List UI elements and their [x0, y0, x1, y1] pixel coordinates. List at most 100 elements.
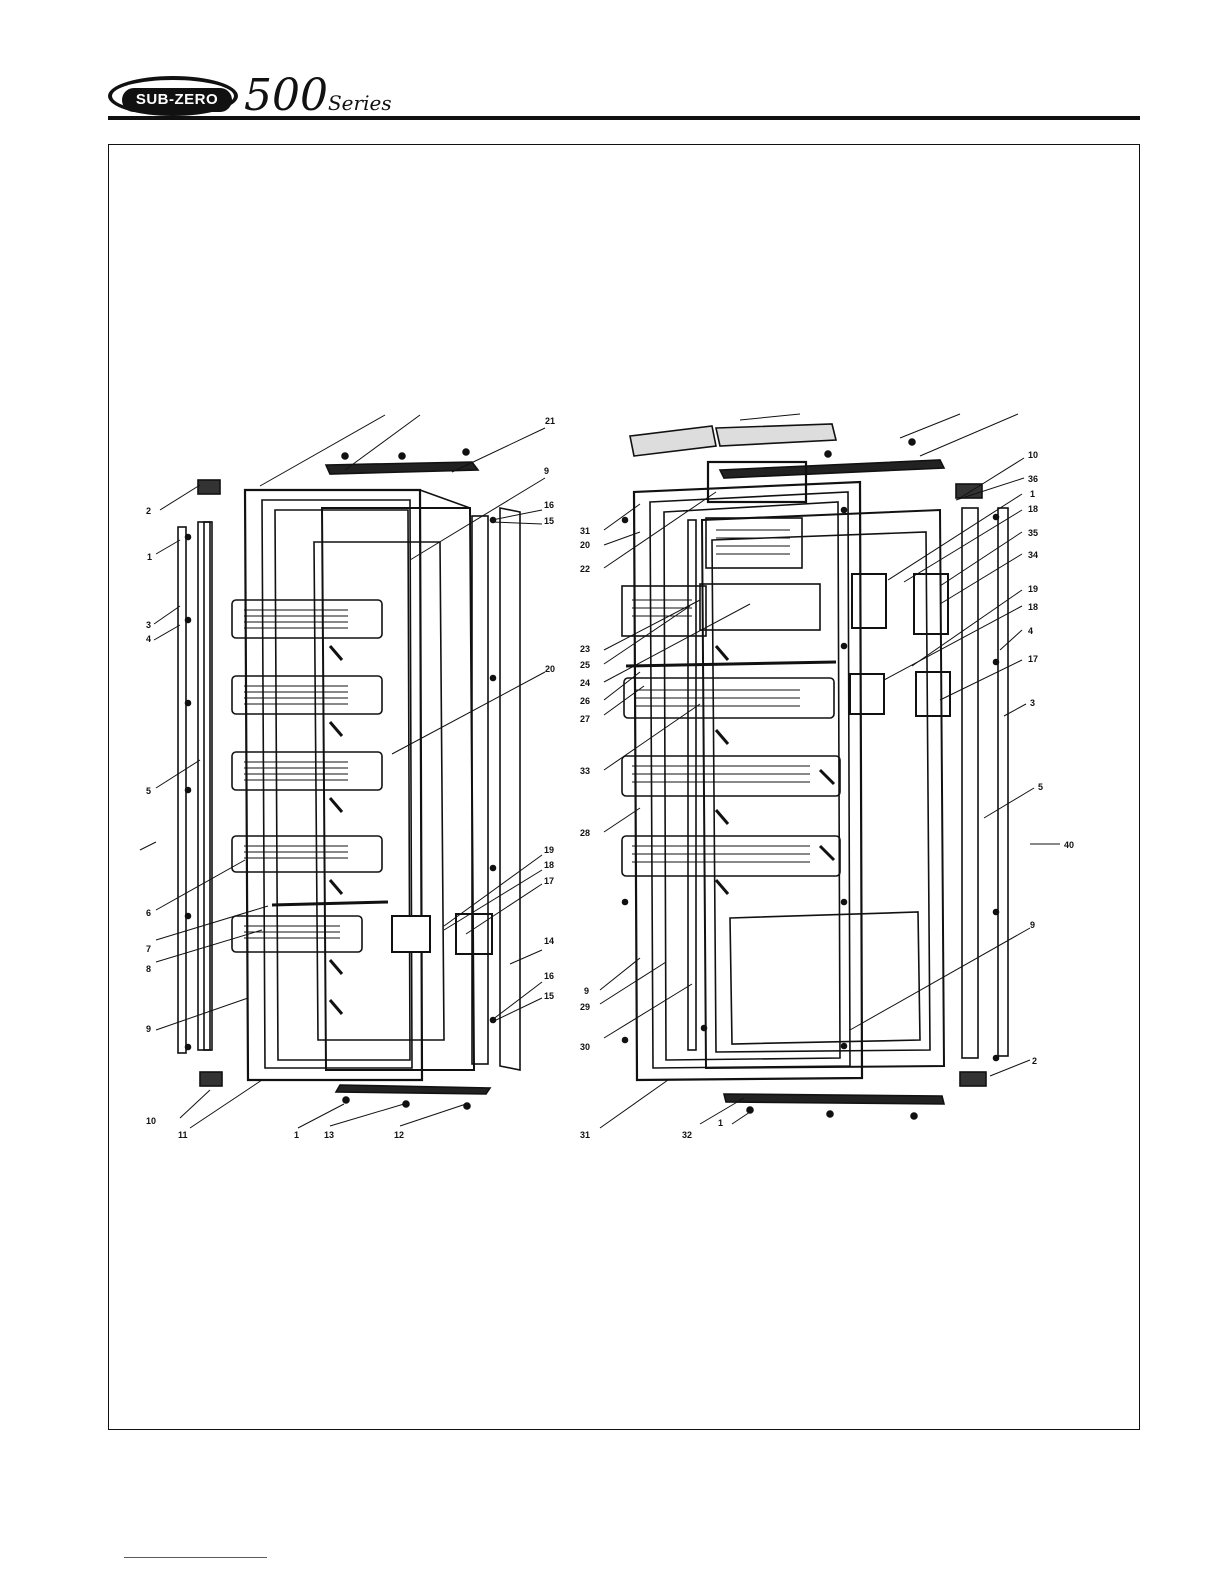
left-bottom-hinge — [200, 1072, 222, 1086]
callout-35: 35 — [1028, 528, 1038, 538]
left-bin-retainer — [392, 916, 430, 952]
callout-9r: 9 — [584, 986, 589, 996]
callout-6: 6 — [146, 908, 151, 918]
left-bin-1 — [232, 600, 382, 638]
left-hinge-strip — [472, 516, 488, 1064]
callout-17: 17 — [544, 876, 554, 886]
left-door-liner-depth — [420, 490, 470, 508]
callout-16: 16 — [544, 500, 554, 510]
callout-12: 12 — [394, 1130, 404, 1140]
callout-34: 34 — [1028, 550, 1038, 560]
callout-28: 28 — [580, 828, 590, 838]
right-top-trim-2 — [716, 424, 836, 446]
right-bracket-35 — [914, 574, 948, 634]
callout-9: 9 — [544, 466, 549, 476]
left-bin-hatching — [244, 610, 348, 938]
callout-30: 30 — [580, 1042, 590, 1052]
right-liner-rails — [716, 646, 834, 894]
left-door-gasket-strip-inner — [204, 522, 210, 1050]
callout-27: 27 — [580, 714, 590, 724]
right-leader-lines — [600, 414, 1060, 1128]
callout-20: 20 — [545, 664, 555, 674]
callout-19r: 19 — [1028, 584, 1038, 594]
callout-4r: 4 — [1028, 626, 1033, 636]
callout-22: 22 — [580, 564, 590, 574]
left-bin-3 — [232, 752, 382, 790]
left-door-outer-frame — [245, 490, 422, 1080]
left-door-assembly — [178, 449, 520, 1109]
left-bottom-cap — [336, 1085, 490, 1094]
callout-3: 3 — [146, 620, 151, 630]
footer-link-underline[interactable] — [124, 1557, 267, 1558]
callout-40: 40 — [1064, 840, 1074, 850]
right-door-assembly — [622, 424, 1008, 1119]
callout-1b: 1 — [294, 1130, 299, 1140]
right-trim-3 — [998, 508, 1008, 1056]
callout-31: 31 — [580, 526, 590, 536]
right-bin-lower — [622, 836, 840, 876]
callout-5: 5 — [146, 786, 151, 796]
callout-15: 15 — [544, 516, 554, 526]
callout-9b: 9 — [146, 1024, 151, 1034]
left-door-inner-frame — [262, 500, 412, 1068]
left-callouts: 21 2 1 3 4 9 16 15 20 5 6 19 18 17 7 8 1… — [146, 416, 555, 1140]
callout-18r2: 18 — [1028, 602, 1038, 612]
callout-13: 13 — [324, 1130, 334, 1140]
callout-15b: 15 — [544, 991, 554, 1001]
left-bin-2 — [232, 676, 382, 714]
left-door-liner-back — [322, 508, 474, 1070]
callout-10r: 10 — [1028, 450, 1038, 460]
right-bracket-17 — [916, 672, 950, 716]
right-shelf-rod-26 — [626, 662, 836, 666]
left-bin-5 — [232, 916, 362, 952]
callout-7: 7 — [146, 944, 151, 954]
left-top-cap — [326, 462, 478, 474]
callout-23: 23 — [580, 644, 590, 654]
right-top-trim — [630, 426, 716, 456]
callout-33: 33 — [580, 766, 590, 776]
left-door-gasket — [275, 510, 410, 1060]
callout-1r: 1 — [718, 1118, 723, 1128]
right-callouts: 31 20 22 23 25 24 26 27 33 28 9 29 30 31… — [580, 450, 1074, 1140]
left-door-trim-14 — [500, 508, 520, 1070]
right-bin-22 — [706, 518, 802, 568]
callout-8: 8 — [146, 964, 151, 974]
callout-3r: 3 — [1030, 698, 1035, 708]
callout-11: 11 — [178, 1130, 188, 1140]
callout-2: 2 — [146, 506, 151, 516]
callout-24: 24 — [580, 678, 590, 688]
callout-19: 19 — [544, 845, 554, 855]
callout-25: 25 — [580, 660, 590, 670]
callout-20r: 20 — [580, 540, 590, 550]
callout-16b: 16 — [544, 971, 554, 981]
right-gasket-strip — [962, 508, 978, 1058]
callout-36: 36 — [1028, 474, 1038, 484]
left-door-bins — [232, 600, 382, 952]
right-door-lower-panel — [730, 912, 920, 1044]
callout-10: 10 — [146, 1116, 156, 1126]
right-bottom-hinge — [960, 1072, 986, 1086]
right-bottom-cap — [724, 1094, 944, 1104]
left-top-hinge — [198, 480, 220, 494]
callout-21: 21 — [545, 416, 555, 426]
callout-26: 26 — [580, 696, 590, 706]
right-bin-28 — [622, 756, 840, 796]
right-bracket-18 — [850, 674, 884, 714]
callout-17r: 17 — [1028, 654, 1038, 664]
callout-18r: 18 — [1028, 504, 1038, 514]
left-shelf-rod — [272, 902, 388, 905]
right-door-liner-back — [702, 510, 944, 1068]
callout-29: 29 — [580, 1002, 590, 1012]
right-door-outer-frame — [634, 482, 862, 1080]
callout-32: 32 — [682, 1130, 692, 1140]
right-door-inner-frame — [650, 492, 850, 1068]
callout-4: 4 — [146, 634, 151, 644]
callout-14: 14 — [544, 936, 554, 946]
left-liner-rails — [330, 646, 342, 1014]
right-bin-hatching — [632, 530, 810, 862]
right-bracket-1 — [852, 574, 886, 628]
callout-2r: 2 — [1032, 1056, 1037, 1066]
callout-5r: 5 — [1038, 782, 1043, 792]
right-bin-24 — [700, 584, 820, 630]
